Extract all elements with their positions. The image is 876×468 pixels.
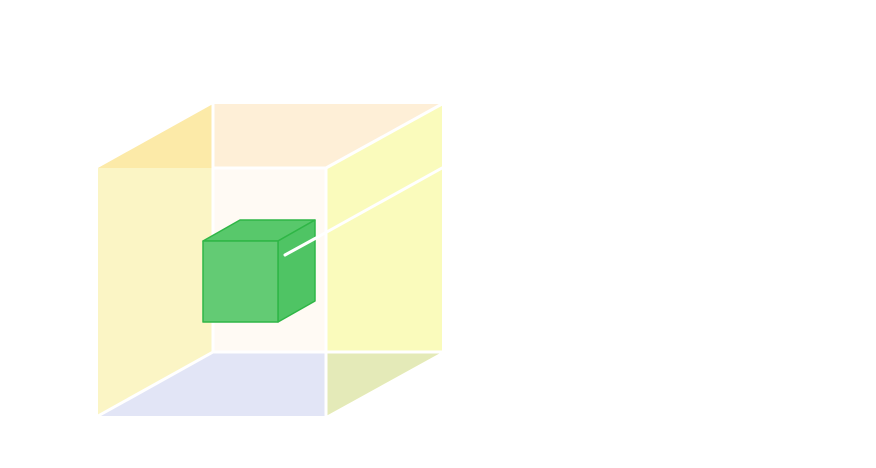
top-left-corner: [98, 104, 213, 168]
edge-floor-left-diagonal: [96, 350, 215, 418]
edge-right-diagonal: [324, 102, 444, 170]
outer-box-edges: [96, 102, 444, 418]
right-wall: [326, 104, 442, 416]
green-cube-front: [202, 240, 279, 323]
left-wall: [98, 168, 213, 416]
floor-right: [326, 352, 442, 416]
cube-front-edge-line: [283, 236, 318, 257]
edge-right-mid-diagonal: [314, 166, 444, 240]
green-cube: [202, 219, 316, 323]
floor: [98, 352, 326, 416]
